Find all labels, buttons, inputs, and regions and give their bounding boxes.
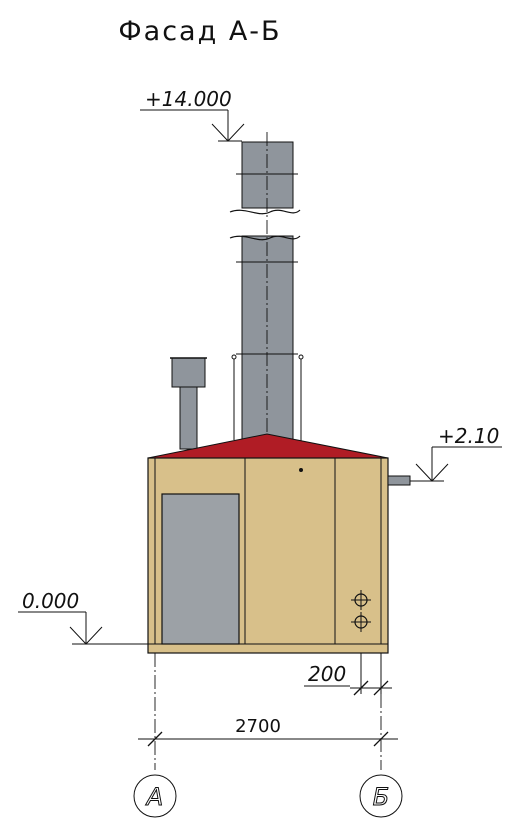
chimney	[229, 132, 301, 448]
pipe-inlets	[351, 590, 371, 632]
dimension-width-label: 2700	[235, 716, 281, 737]
dimension-width: 2700	[138, 716, 398, 747]
level-label-pipe: +2.10	[438, 424, 499, 448]
level-mark-pipe: +2.10	[410, 424, 502, 482]
axis-label-right: Б	[373, 783, 389, 811]
level-mark-ground: 0.000	[18, 589, 148, 645]
level-label-ground: 0.000	[22, 589, 79, 613]
dimension-offset: 200	[304, 653, 392, 696]
side-pipe	[387, 475, 411, 486]
level-mark-chimney: +14.000	[140, 87, 245, 142]
axis-bubble-right: Б	[359, 774, 403, 818]
level-label-chimney: +14.000	[145, 87, 232, 111]
vent-pipe	[170, 357, 207, 450]
axis-label-left: А	[145, 783, 163, 811]
axis-bubble-left: А	[133, 774, 177, 818]
dimension-offset-label: 200	[308, 662, 346, 686]
door	[161, 493, 240, 645]
drawing-title: Фасад А-Б	[118, 16, 281, 47]
